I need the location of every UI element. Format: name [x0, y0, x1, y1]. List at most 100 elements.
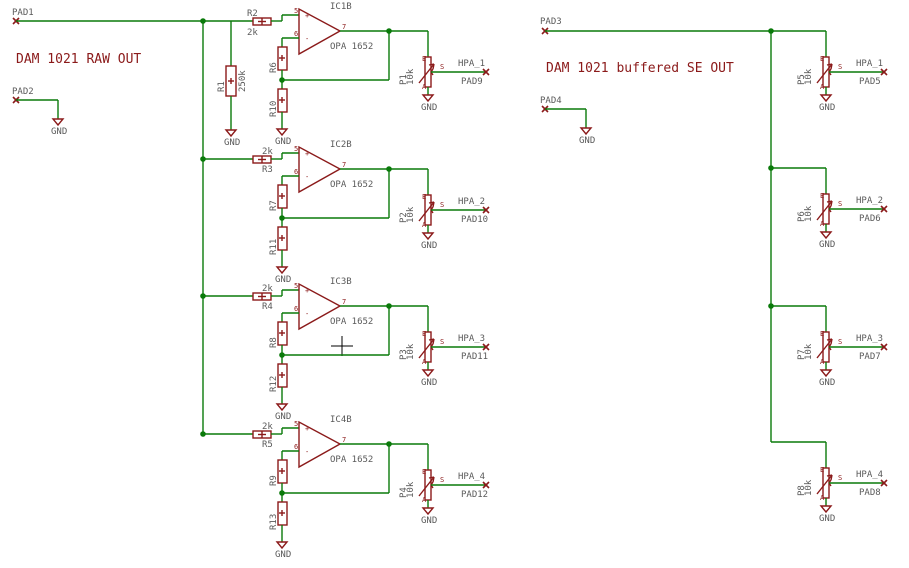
output-label-right-4: HPA_4: [856, 470, 883, 480]
pot-pin-e-left-4: E: [422, 468, 426, 476]
output-label-left-3: HPA_3: [458, 334, 485, 344]
opamp-pin7-1: 7: [342, 23, 346, 31]
output-pad-marker-left-3: [482, 343, 490, 351]
gnd-label-feedback-3: GND: [275, 412, 291, 422]
gnd-label-right-1: GND: [819, 103, 835, 113]
output-pad-marker-right-4: [880, 479, 888, 487]
pot-pin-e-left-3: E: [422, 330, 426, 338]
opamp-plus-4: +: [305, 425, 309, 433]
opamp-minus-2: -: [305, 173, 309, 181]
output-pad-label-left-2: PAD10: [461, 215, 488, 225]
ground-resistor-name-2: R11: [269, 239, 279, 255]
pot-value-left-3: 10k: [406, 343, 416, 360]
ground-resistor-name-3: R12: [269, 376, 279, 392]
pot-value-left-1: 10k: [406, 68, 416, 85]
pot-pin-a-left-4: A: [422, 496, 427, 504]
opamp-3: [298, 282, 342, 331]
gnd-label-right-2: GND: [819, 240, 835, 250]
pot-pin-a-right-2: A: [820, 220, 825, 228]
feedback-resistor-name-2: R7: [269, 200, 279, 211]
gnd-label-left-4: GND: [421, 516, 437, 526]
opamp-value-2: OPA 1652: [330, 180, 373, 190]
output-label-right-2: HPA_2: [856, 196, 883, 206]
opamp-2: [298, 145, 342, 194]
opamp-value-4: OPA 1652: [330, 455, 373, 465]
gnd-symbol-feedback-4: [275, 541, 289, 550]
gnd-label-right-4: GND: [819, 514, 835, 524]
r1-label: R1: [217, 81, 227, 92]
gnd-symbol-right-2: [819, 231, 833, 240]
pot-value-left-2: 10k: [406, 206, 416, 223]
output-pad-marker-left-2: [482, 206, 490, 214]
pot-pin-s-left-2: S: [440, 201, 444, 209]
opamp-plus-3: +: [305, 287, 309, 295]
pot-pin-e-right-3: E: [820, 330, 824, 338]
opamp-pin7-3: 7: [342, 298, 346, 306]
pot-pin-s-left-1: S: [440, 63, 444, 71]
opamp-name-1: IC1B: [330, 2, 352, 12]
pot-pin-a-right-4: A: [820, 494, 825, 502]
gnd-symbol-right-3: [819, 369, 833, 378]
output-pad-marker-right-3: [880, 343, 888, 351]
output-pad-label-left-3: PAD11: [461, 352, 488, 362]
output-pad-label-right-4: PAD8: [859, 488, 881, 498]
pot-pin-s-left-3: S: [440, 338, 444, 346]
pot-pin-a-right-3: A: [820, 358, 825, 366]
output-pad-label-left-1: PAD9: [461, 77, 483, 87]
pot-name-right-3: P7: [797, 349, 807, 360]
pot-name-left-3: P3: [399, 349, 409, 360]
r1-value: 250k: [238, 70, 248, 92]
cursor-crosshair: [331, 336, 353, 356]
opamp-pin6-1: 6: [294, 30, 298, 38]
pot-value-right-2: 10k: [804, 205, 814, 222]
gnd-symbol-left-4: [421, 507, 435, 516]
pot-pin-e-right-4: E: [820, 466, 824, 474]
output-label-right-1: HPA_1: [856, 59, 883, 69]
opamp-pin5-1: 5: [294, 7, 298, 15]
gnd-symbol-feedback-2: [275, 266, 289, 275]
opamp-value-3: OPA 1652: [330, 317, 373, 327]
pot-pin-a-right-1: A: [820, 83, 825, 91]
opamp-pin5-4: 5: [294, 420, 298, 428]
opamp-value-1: OPA 1652: [330, 42, 373, 52]
opamp-name-3: IC3B: [330, 277, 352, 287]
pot-pin-s-right-3: S: [838, 338, 842, 346]
gnd-label-left-2: GND: [421, 241, 437, 251]
gnd-label-pad2-1: GND: [51, 127, 67, 137]
output-pad-marker-right-1: [880, 68, 888, 76]
pot-name-right-4: P8: [797, 485, 807, 496]
gnd-symbol-left-2: [421, 232, 435, 241]
opamp-pin5-2: 5: [294, 145, 298, 153]
pot-pin-e-right-2: E: [820, 192, 824, 200]
pot-pin-e-left-2: E: [422, 193, 426, 201]
output-label-right-3: HPA_3: [856, 334, 883, 344]
opamp-plus-2: +: [305, 150, 309, 158]
gnd-label-right-3: GND: [819, 378, 835, 388]
title-buffered-out: DAM 1021 buffered SE OUT: [546, 61, 734, 76]
output-pad-marker-left-4: [482, 481, 490, 489]
feedback-resistor-name-1: R6: [269, 62, 279, 73]
gnd-symbol-pad2-1: [51, 118, 65, 127]
gnd-symbol-r1-1: [224, 129, 238, 138]
pot-pin-s-left-4: S: [440, 476, 444, 484]
gnd-label-feedback-2: GND: [275, 275, 291, 285]
gnd-label-feedback-1: GND: [275, 137, 291, 147]
pot-pin-e-left-1: E: [422, 55, 426, 63]
gnd-symbol-left-3: [421, 369, 435, 378]
output-label-left-2: HPA_2: [458, 197, 485, 207]
input-resistor-name-1: R2: [247, 9, 258, 19]
pot-pin-s-right-2: S: [838, 200, 842, 208]
gnd-label-feedback-4: GND: [275, 550, 291, 560]
pot-value-right-3: 10k: [804, 343, 814, 360]
ground-resistor-name-1: R10: [269, 101, 279, 117]
gnd-label-left-1: GND: [421, 103, 437, 113]
opamp-pin6-3: 6: [294, 305, 298, 313]
opamp-minus-4: -: [305, 448, 309, 456]
output-pad-marker-left-1: [482, 68, 490, 76]
opamp-pin5-3: 5: [294, 282, 298, 290]
pot-pin-s-right-4: S: [838, 474, 842, 482]
pad4-label: PAD4: [540, 96, 562, 106]
pot-pin-s-right-1: S: [838, 63, 842, 71]
pot-name-left-1: P1: [399, 74, 409, 85]
pot-pin-e-right-1: E: [820, 55, 824, 63]
